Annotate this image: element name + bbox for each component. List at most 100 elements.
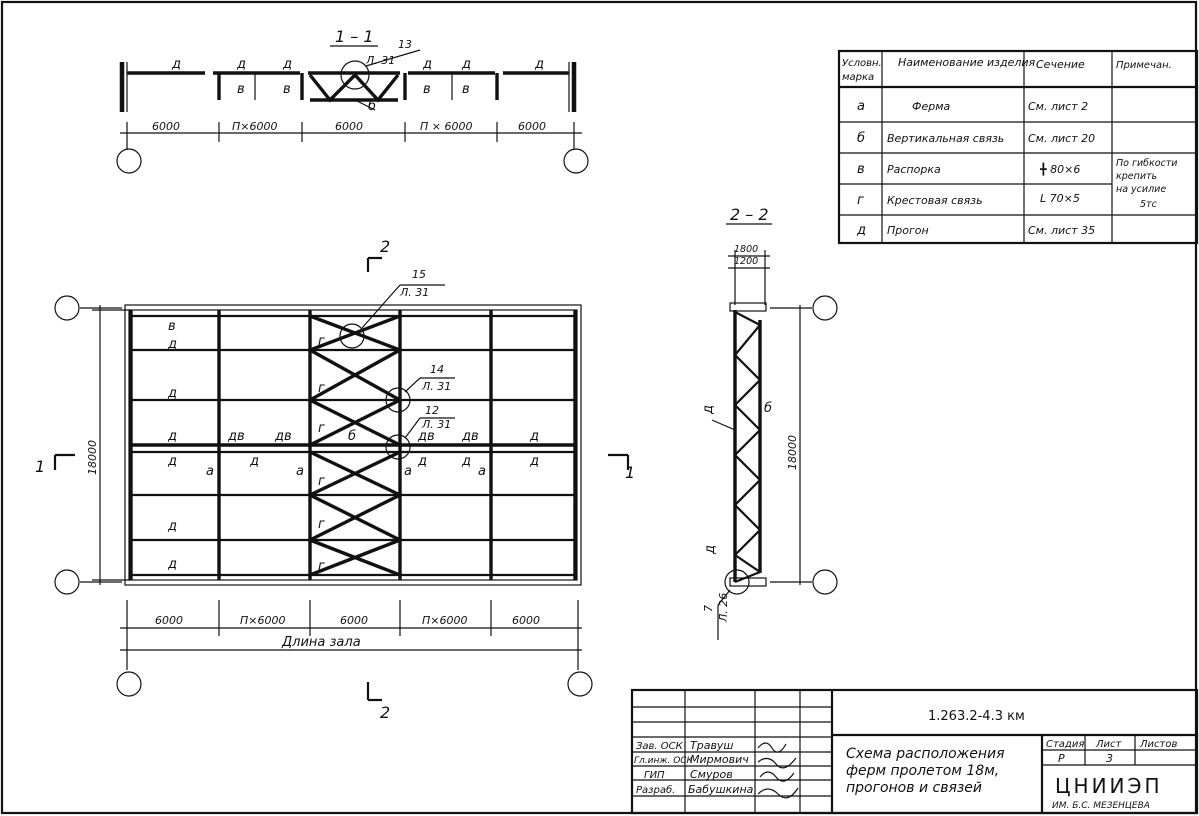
svg-text:1.263.2-4.3 км: 1.263.2-4.3 км	[928, 709, 1025, 724]
svg-text:д: д	[534, 57, 544, 72]
svg-text:Крестовая связь: Крестовая связь	[887, 194, 983, 207]
svg-text:б: б	[368, 99, 376, 114]
title-block: Зав. ОСК Травуш Гл.инж. ОСК Мирмович ГИП…	[630, 688, 1199, 815]
svg-text:дв: дв	[227, 429, 245, 444]
svg-text:См. лист 35: См. лист 35	[1028, 224, 1095, 237]
svg-text:Сечение: Сечение	[1036, 58, 1085, 71]
svg-text:14: 14	[430, 363, 444, 376]
svg-text:13: 13	[398, 38, 412, 51]
svg-text:ферм пролетом 18м,: ферм пролетом 18м,	[846, 763, 999, 779]
svg-text:а: а	[404, 464, 412, 479]
svg-text:б: б	[764, 401, 772, 416]
plan-view: 2 2 1 1	[35, 237, 635, 722]
svg-text:6000: 6000	[335, 120, 363, 133]
svg-text:15: 15	[412, 268, 426, 281]
svg-text:Условн.: Условн.	[842, 58, 882, 69]
svg-text:1800: 1800	[734, 244, 758, 255]
svg-text:д: д	[422, 57, 432, 72]
svg-text:д: д	[701, 405, 716, 415]
svg-text:г: г	[318, 421, 325, 436]
org-name: ЦНИИЭП	[1055, 774, 1163, 798]
axis-bubble	[563, 148, 589, 174]
axis-bubble	[116, 148, 142, 174]
svg-text:д: д	[167, 429, 177, 444]
svg-text:12: 12	[425, 404, 439, 417]
svg-text:д: д	[703, 545, 718, 555]
svg-text:г: г	[318, 381, 325, 396]
svg-text:на усилие: на усилие	[1116, 184, 1166, 195]
svg-text:Л. 31: Л. 31	[365, 54, 395, 67]
svg-text:в: в	[283, 82, 291, 97]
svg-text:Р: Р	[1058, 752, 1065, 765]
svg-text:д: д	[236, 57, 246, 72]
svg-text:Схема расположения: Схема расположения	[846, 746, 1005, 762]
svg-text:Вертикальная связь: Вертикальная связь	[887, 132, 1004, 145]
svg-text:Бабушкина: Бабушкина	[688, 783, 754, 796]
svg-text:1: 1	[35, 457, 45, 476]
svg-text:Прогон: Прогон	[887, 224, 929, 237]
svg-text:6000: 6000	[340, 614, 368, 627]
svg-text:7: 7	[702, 605, 715, 612]
svg-text:а: а	[857, 99, 865, 114]
svg-text:2: 2	[380, 237, 390, 256]
svg-text:д: д	[856, 223, 866, 238]
svg-text:Длина зала: Длина зала	[281, 635, 361, 650]
svg-text:в: в	[423, 82, 431, 97]
svg-text:крепить: крепить	[1116, 171, 1157, 182]
svg-text:Ферма: Ферма	[912, 100, 951, 113]
svg-text:б: б	[348, 429, 356, 444]
svg-text:г: г	[318, 559, 325, 574]
svg-text:г: г	[318, 334, 325, 349]
svg-text:д: д	[417, 454, 427, 469]
svg-text:д: д	[249, 454, 259, 469]
svg-text:П×6000: П×6000	[240, 614, 285, 627]
svg-text:Смуров: Смуров	[690, 768, 733, 781]
svg-text:См. лист 2: См. лист 2	[1028, 100, 1088, 113]
svg-text:1: 1	[625, 463, 635, 482]
svg-text:Л. 31: Л. 31	[421, 380, 451, 393]
svg-text:дв: дв	[274, 429, 292, 444]
svg-text:См. лист 20: См. лист 20	[1028, 132, 1095, 145]
svg-text:Л. 26: Л. 26	[717, 593, 730, 623]
svg-text:5тс: 5тс	[1140, 199, 1158, 210]
svg-text:Л. 31: Л. 31	[399, 286, 429, 299]
svg-text:прогонов и связей: прогонов и связей	[846, 780, 982, 796]
svg-text:дв: дв	[417, 429, 435, 444]
svg-text:д: д	[167, 557, 177, 572]
svg-text:Л. 31: Л. 31	[421, 418, 451, 431]
svg-text:д: д	[171, 57, 181, 72]
svg-text:д: д	[282, 57, 292, 72]
svg-text:б: б	[857, 131, 865, 146]
svg-text:Стадия: Стадия	[1046, 739, 1084, 750]
section-1-1-title: 1 – 1	[335, 27, 374, 46]
svg-text:ГИП: ГИП	[644, 770, 665, 781]
svg-text:Распорка: Распорка	[887, 163, 941, 176]
svg-text:г: г	[318, 517, 325, 532]
svg-text:д: д	[167, 454, 177, 469]
svg-text:д: д	[529, 454, 539, 469]
svg-text:Примечан.: Примечан.	[1116, 60, 1172, 71]
svg-text:Травуш: Травуш	[690, 739, 734, 752]
svg-text:П×6000: П×6000	[232, 120, 277, 133]
svg-text:2: 2	[380, 703, 390, 722]
svg-text:д: д	[529, 429, 539, 444]
svg-text:а: а	[296, 464, 304, 479]
svg-text:д: д	[167, 337, 177, 352]
svg-text:6000: 6000	[155, 614, 183, 627]
svg-text:Гл.инж. ОСК: Гл.инж. ОСК	[634, 756, 694, 766]
section-1-1: 1 – 1 13 Л. 31 б д д д д д	[116, 27, 589, 174]
svg-text:д: д	[167, 519, 177, 534]
svg-text:а: а	[478, 464, 486, 479]
svg-text:Лист: Лист	[1095, 739, 1123, 750]
svg-text:Мирмович: Мирмович	[690, 753, 749, 766]
svg-text:6000: 6000	[152, 120, 180, 133]
svg-text:в: в	[168, 319, 176, 334]
svg-text:д: д	[461, 57, 471, 72]
svg-text:в: в	[857, 162, 865, 177]
svg-text:в: в	[237, 82, 245, 97]
svg-text:г: г	[318, 474, 325, 489]
svg-text:в: в	[462, 82, 470, 97]
svg-text:╋ 80×6: ╋ 80×6	[1039, 162, 1080, 176]
svg-text:6000: 6000	[518, 120, 546, 133]
